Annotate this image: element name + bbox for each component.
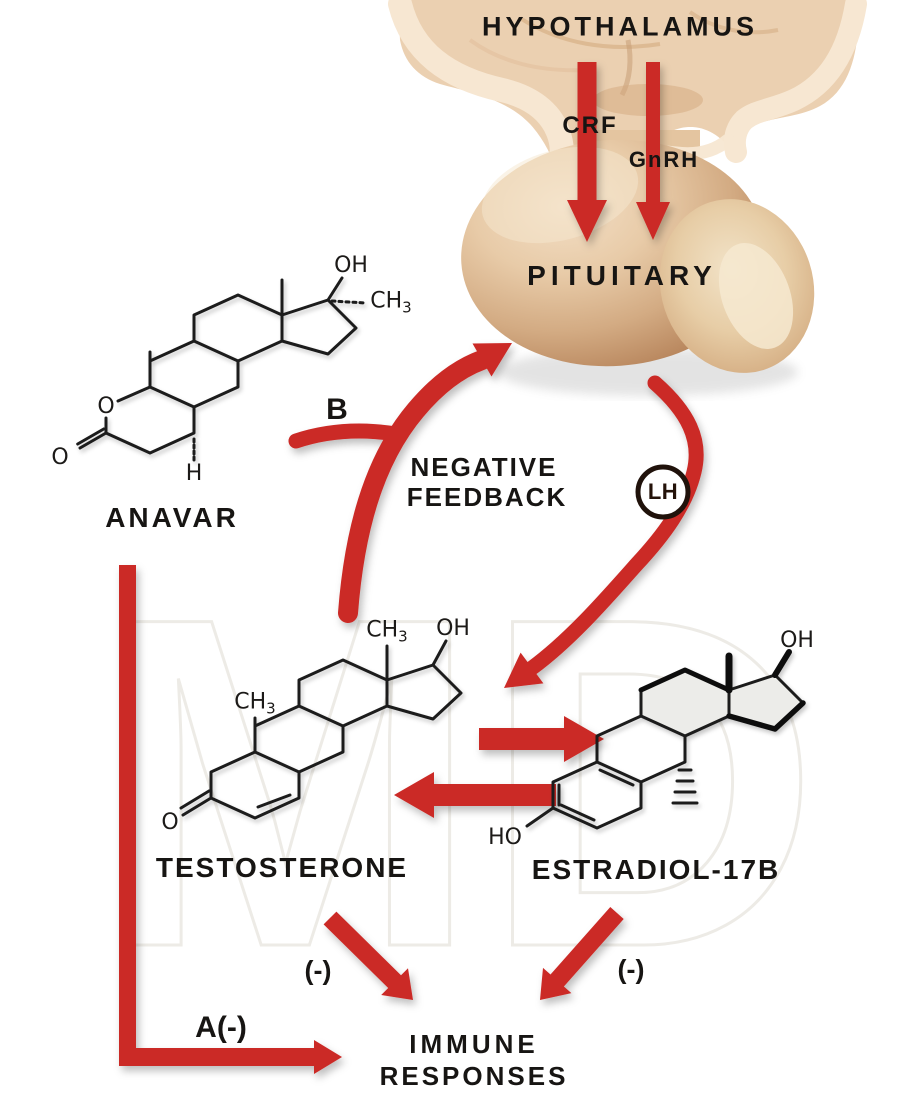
anavar-label: ANAVAR [105,502,239,533]
negative-feedback-line1: NEGATIVE [410,452,558,482]
ch-text: CH [370,288,403,314]
estradiol-immune-arrow [540,907,624,1000]
b-pathway-label: B [326,393,348,426]
lh-label: LH [647,479,679,504]
estradiol-structure [525,649,806,830]
brain-fold-line [688,10,779,35]
testosterone-to-estradiol-arrow [479,716,604,762]
red-arrows [119,62,704,1074]
estradiol-oh-label: OH [780,628,814,653]
watermark-text: MD [90,520,821,1045]
watermark: MD [88,519,822,1047]
testosterone-ch3-19-label: CH3 [234,691,275,716]
crf-label: CRF [562,112,618,139]
testosterone-oh-label: OH [436,616,470,641]
brain-illustration [388,0,867,396]
pituitary-sheen [481,146,639,244]
negative-feedback-line2: FEEDBACK [406,482,568,512]
gnrh-label: GnRH [628,147,700,172]
immune-line1: IMMUNE [409,1029,539,1059]
anavar-h-label: H [185,461,203,486]
anavar-ring-o-label: O [97,394,115,419]
pituitary-highlight [718,243,794,349]
lh-arrow [504,375,704,688]
testosterone-ketone-o-label: O [161,810,179,835]
brain-fold-line [468,38,586,73]
ch-text: CH [234,689,267,715]
a-minus-label: A(-) [195,1011,247,1044]
testosterone-ch3-18-label: CH3 [366,619,407,644]
sub3-text: 3 [402,298,412,317]
lh-badge [635,464,691,520]
brain-fold-line [518,16,661,49]
estradiol-to-testosterone-arrow [394,772,556,818]
anavar-structure [76,276,368,465]
testosterone-label: TESTOSTERONE [155,852,409,883]
sub3-text: 3 [398,627,408,646]
minus-left-label: (-) [304,955,332,986]
estradiol-ho-label: HO [488,825,522,850]
estradiol-label: ESTRADIOL-17B [531,854,781,885]
anavar-ch3-label: CH3 [370,290,411,315]
gnrh-arrow [636,62,670,240]
ch-text: CH [366,617,399,643]
hypothalamus-label: HYPOTHALAMUS [482,11,758,42]
cream-wing-right [723,0,867,163]
testosterone-immune-arrow [323,911,413,1000]
sub3-text: 3 [266,699,276,718]
immune-line2: RESPONSES [379,1061,569,1091]
crf-arrow [567,62,607,242]
testosterone-structure [179,639,463,820]
molecule-structures [76,276,806,830]
anavar-ketone-o-label: O [51,445,69,470]
negative-feedback-arrow [288,343,512,623]
pituitary-label: PITUITARY [527,260,717,291]
anavar-oh-label: OH [334,253,368,278]
minus-right-label: (-) [617,954,645,985]
